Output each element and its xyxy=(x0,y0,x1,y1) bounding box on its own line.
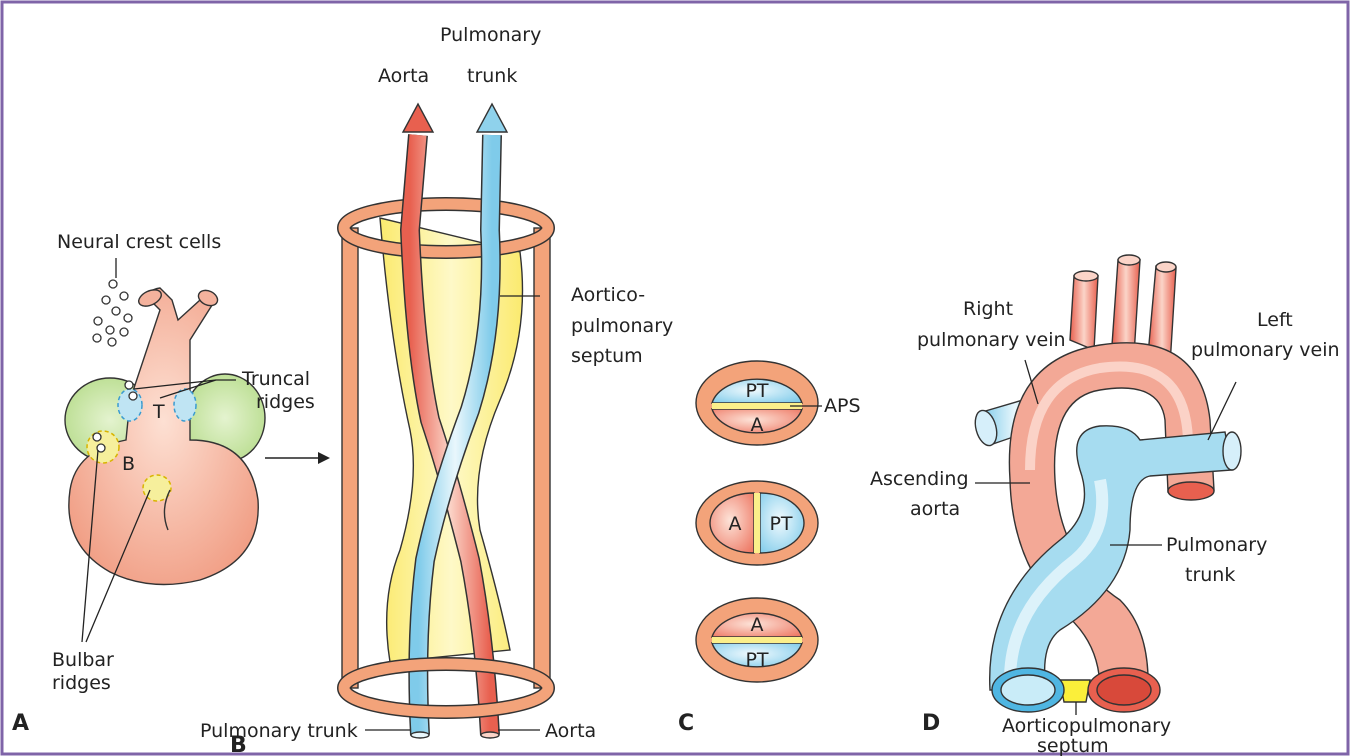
cross-section-1: PT A xyxy=(696,361,818,445)
truncus-letter: T xyxy=(152,401,165,423)
right-pv-label-1: Right xyxy=(963,298,1013,320)
cross-section-2: A PT xyxy=(696,481,818,565)
aps-label-3: septum xyxy=(571,345,643,367)
left-pv-label-1: Left xyxy=(1257,309,1293,331)
panel-a: Neural crest cells Truncal ridges T B Bu… xyxy=(12,231,315,736)
truncal-ridges-label-2: ridges xyxy=(256,391,315,413)
pulmonary-bottom-label: Pulmonary trunk xyxy=(200,720,358,742)
section-2-right: PT xyxy=(769,513,792,535)
cylinder-rod-right xyxy=(534,228,550,688)
cylinder-rod-left xyxy=(342,228,358,688)
aorta-top-label: Aorta xyxy=(378,65,429,87)
arch-branch-2 xyxy=(1112,260,1140,355)
panel-c: PT A APS A PT A PT C xyxy=(678,361,861,736)
pulmonary-top-label-2: trunk xyxy=(467,65,517,87)
descending-aorta-end xyxy=(1168,482,1214,500)
aorta-arrowhead xyxy=(403,104,433,132)
pulmonary-trunk-label-2: trunk xyxy=(1185,564,1235,586)
section-3-bottom: PT xyxy=(745,649,768,671)
section-3-top: A xyxy=(751,614,764,636)
aps-d-label-2: septum xyxy=(1037,735,1109,756)
bulbar-ridges-label-1: Bulbar xyxy=(52,649,114,671)
pulmonary-trunk-label-1: Pulmonary xyxy=(1166,534,1267,556)
aorta-bottom-label: Aorta xyxy=(545,720,596,742)
cross-section-3: A PT xyxy=(696,598,818,682)
aps-label-2: pulmonary xyxy=(571,315,673,337)
section-1-top: PT xyxy=(745,380,768,402)
right-pv-label-2: pulmonary vein xyxy=(917,329,1066,351)
ascending-aorta-label-2: aorta xyxy=(910,498,960,520)
neural-crest-label: Neural crest cells xyxy=(57,231,221,253)
arch-branch-1 xyxy=(1070,276,1098,350)
bulbar-ridges-label-2: ridges xyxy=(52,672,111,694)
panel-b: Aorta Pulmonary trunk Aortico- pulmonary… xyxy=(200,24,673,756)
aps-d-label-1: Aorticopulmonary xyxy=(1002,715,1171,737)
section-2-left: A xyxy=(729,513,742,535)
truncal-ridges-label-1: Truncal xyxy=(241,368,310,390)
left-pulmonary-vein-end xyxy=(1223,432,1241,470)
panel-a-letter: A xyxy=(12,711,29,736)
section-1-bottom: A xyxy=(751,414,764,436)
aps-abbrev-label: APS xyxy=(824,395,861,417)
bulbus-letter: B xyxy=(122,453,135,475)
ascending-aorta-label-1: Ascending xyxy=(870,468,969,490)
left-pv-label-2: pulmonary vein xyxy=(1191,339,1340,361)
pulmonary-arrowhead xyxy=(477,104,507,132)
truncal-ridge-right xyxy=(174,389,196,421)
pulmonary-top-label-1: Pulmonary xyxy=(440,24,541,46)
panel-c-letter: C xyxy=(678,711,694,736)
aps-label-1: Aortico- xyxy=(571,284,645,306)
panel-d-letter: D xyxy=(922,711,940,736)
panel-b-letter: B xyxy=(230,733,247,756)
transition-arrow xyxy=(265,452,330,464)
panel-d: Right pulmonary vein Left pulmonary vein… xyxy=(870,255,1340,756)
